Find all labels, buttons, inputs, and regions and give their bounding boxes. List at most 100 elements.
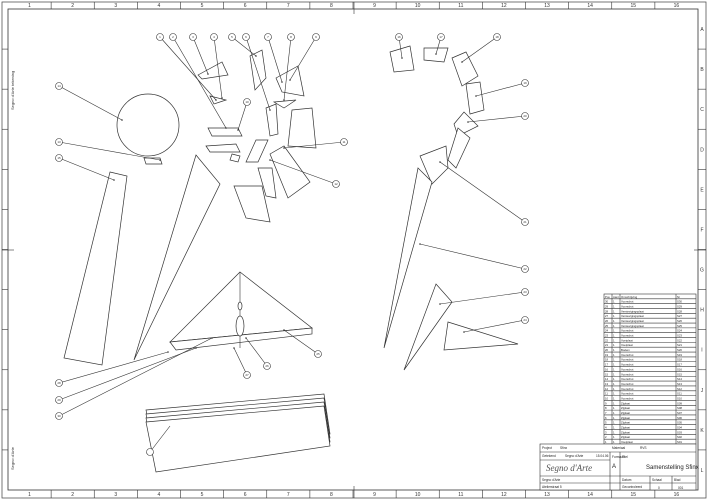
leader-dot — [463, 331, 465, 333]
parts-row-cell: S13 — [677, 382, 682, 386]
parts-row-cell: Zijplaat — [621, 421, 630, 425]
parts-row-cell: 1 — [613, 430, 615, 434]
parts-row-cell: 14 — [605, 377, 609, 381]
part-r1 — [389, 45, 415, 73]
parts-row-cell: Verstevigingsplaat — [621, 309, 644, 313]
item-balloon — [263, 362, 271, 370]
parts-row-cell: 1 — [613, 334, 615, 338]
parts-row-cell: 1 — [613, 300, 615, 304]
parts-row-cell: 3 — [605, 430, 607, 434]
parts-row-cell: 27 — [605, 314, 609, 318]
parts-row-cell: Voorschot — [621, 372, 634, 376]
part-r-long-1 — [383, 167, 433, 349]
leader-line — [159, 36, 217, 101]
leader-line — [231, 36, 257, 57]
leader-dot — [281, 81, 283, 83]
parts-row-cell: Voorschot — [621, 382, 634, 386]
row-marker-right: G — [700, 268, 704, 274]
company-line-2: Atelierstraat 5 — [542, 485, 562, 489]
column-marker-top: 9 — [373, 3, 376, 9]
row-marker-right: A — [700, 27, 704, 33]
parts-row-cell: S29 — [677, 305, 682, 309]
item-balloon — [312, 33, 320, 41]
item-balloon — [340, 138, 348, 146]
parts-row-cell: Verstevigingsplaat — [621, 324, 644, 328]
part-small-9 — [205, 143, 241, 153]
parts-row-cell: 15 — [605, 372, 609, 376]
leader-line — [289, 36, 317, 81]
parts-row-cell: S12 — [677, 387, 682, 391]
item-balloon — [264, 33, 272, 41]
parts-header-cell: Pos — [605, 295, 610, 299]
leader-line — [267, 36, 283, 83]
column-marker-bottom: 8 — [330, 492, 333, 498]
item-balloon — [521, 218, 529, 226]
parts-row-cell: 1 — [613, 411, 615, 415]
parts-row-cell: S26 — [677, 319, 682, 323]
leader-dot — [255, 55, 257, 57]
tb-label-checked: Gecontroleerd — [622, 485, 642, 489]
column-marker-top: 8 — [330, 3, 333, 9]
item-balloon-label: 29 — [57, 398, 61, 402]
item-balloon-label: 11 — [342, 140, 345, 144]
leader-line — [283, 36, 292, 101]
tb-date: 15.04.06 — [596, 454, 609, 458]
parts-row-cell: 20 — [605, 348, 609, 352]
parts-row-cell: 23 — [605, 334, 609, 338]
part-r6 — [447, 127, 471, 169]
item-balloon — [243, 98, 251, 106]
parts-row-cell: 7 — [605, 411, 607, 415]
parts-row-cell: 1 — [613, 363, 615, 367]
item-balloon-label: 7 — [267, 35, 269, 39]
parts-row-cell: 1 — [613, 314, 615, 318]
item-balloon — [437, 33, 445, 41]
part-small-12 — [269, 145, 311, 199]
parts-row-cell: 16 — [605, 367, 609, 371]
part-r-triangle — [443, 321, 519, 351]
item-balloon — [521, 265, 529, 273]
item-balloon-label: 12 — [334, 182, 338, 186]
tb-sheet-number: 001 — [678, 486, 684, 490]
leader-line — [245, 36, 271, 111]
leader-dot — [435, 53, 437, 55]
part-small-2 — [249, 49, 267, 91]
parts-row-cell: Voetplaat — [621, 338, 633, 342]
parts-row-cell: 1 — [613, 421, 615, 425]
parts-row-cell: 1 — [613, 319, 615, 323]
parts-row-cell: Voorschot — [621, 363, 634, 367]
parts-row-cell: S10 — [677, 396, 682, 400]
parts-row-cell: Voorschot — [621, 334, 634, 338]
item-balloon — [55, 396, 63, 404]
parts-row-cell: S18 — [677, 358, 682, 362]
parts-row-cell: 26 — [605, 319, 609, 323]
leader-dot — [461, 61, 463, 63]
part-small-5 — [272, 99, 297, 109]
column-marker-top: 14 — [587, 3, 593, 9]
parts-row-cell: S07 — [677, 411, 682, 415]
column-marker-bottom: 15 — [631, 492, 637, 498]
exploded-view-left — [63, 49, 331, 473]
tb-label-scale: Schaal — [652, 478, 662, 482]
leader-line — [269, 159, 337, 185]
parts-row-cell: 1 — [613, 329, 615, 333]
parts-row-cell: S09 — [677, 401, 682, 405]
item-balloon-label: 15 — [57, 156, 61, 160]
parts-row-cell: 1 — [613, 338, 615, 342]
item-balloon — [395, 33, 403, 41]
column-marker-bottom: 6 — [244, 492, 247, 498]
leader-dot — [283, 329, 285, 331]
left-strip-note: Segno d'Arte tekening — [10, 71, 15, 110]
part-long-plate-middle — [133, 154, 221, 361]
leader-dot — [269, 109, 271, 111]
column-marker-top: 2 — [71, 3, 74, 9]
parts-row-cell: S19 — [677, 353, 682, 357]
leader-dot — [467, 121, 469, 123]
drawing-title: Samenstelling Sfinx — [646, 465, 699, 471]
parts-row-cell: 1 — [613, 435, 615, 439]
parts-row-cell: S21 — [677, 343, 682, 347]
row-marker-right: F — [700, 227, 703, 233]
column-marker-bottom: 13 — [544, 492, 550, 498]
parts-row-cell: Voorschot — [621, 392, 634, 396]
parts-row-cell: Voorschot — [621, 367, 634, 371]
